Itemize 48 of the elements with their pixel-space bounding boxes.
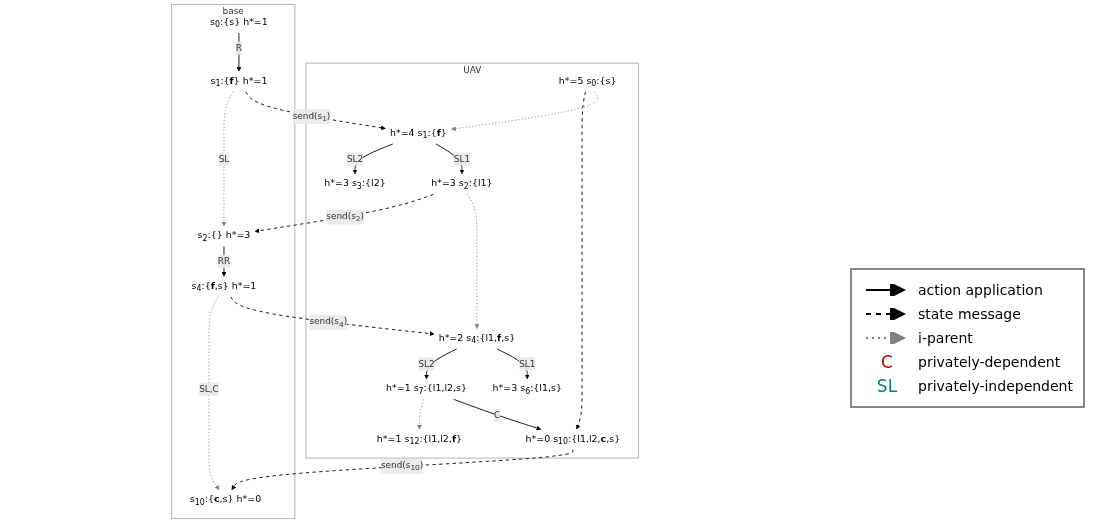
node-label: h*=0 bbox=[525, 432, 551, 444]
node-text: s$_{2}$:{} bbox=[197, 229, 223, 243]
node-text: s$_{12}$:{l1,l2,f} bbox=[404, 432, 463, 446]
node-label: h*=3 bbox=[225, 229, 251, 241]
node-text: s$_{1}$:{f} bbox=[210, 74, 240, 88]
legend-label: privately-independent bbox=[918, 378, 1073, 394]
node-text: s$_{2}$:{l1} bbox=[458, 177, 493, 191]
node-label: h*=1 bbox=[386, 382, 411, 394]
node-label: h*=0 bbox=[236, 493, 262, 505]
node-text: s$_{6}$:{l1,s} bbox=[520, 382, 562, 396]
node-label: h*=3 bbox=[492, 382, 518, 394]
edge-label: R bbox=[235, 42, 243, 54]
edge-label: SL bbox=[218, 153, 230, 164]
edge-label: SL2 bbox=[346, 153, 364, 164]
node-text: s$_{4}$:{l1,f,s} bbox=[466, 331, 516, 345]
node-label: h*=1 bbox=[376, 432, 402, 444]
node-text: s$_{0}$:{s} bbox=[586, 74, 617, 88]
edge-label: C bbox=[494, 409, 501, 421]
node-label: h*=2 bbox=[438, 331, 464, 344]
legend-label: state message bbox=[918, 306, 1021, 322]
node-text: s$_{3}$:{l2} bbox=[351, 177, 386, 191]
node-label: h*=1 bbox=[243, 16, 268, 28]
edge-label: SL1 bbox=[453, 153, 471, 164]
edge-label: send(s$_{10}$) bbox=[380, 459, 424, 473]
node-label: h*=3 bbox=[324, 177, 349, 189]
legend-label: i-parent bbox=[918, 330, 973, 346]
node-text: s$_{0}$:{s} bbox=[210, 16, 241, 30]
node-text: s$_{1}$:{f} bbox=[417, 126, 447, 140]
legend-label: action application bbox=[918, 282, 1043, 298]
legend-label: privately-dependent bbox=[918, 354, 1061, 370]
node-text: s$_{7}$:{l1,l2,s} bbox=[413, 382, 468, 396]
edge-label: send(s$_{2}$) bbox=[326, 210, 365, 224]
edge-label: send(s$_{4}$) bbox=[309, 315, 348, 329]
node-text: s$_{10}$:{c,s} bbox=[189, 493, 234, 507]
node-text: s$_{10}$:{l1,l2,c,s} bbox=[553, 432, 621, 446]
node-label: h*=5 bbox=[558, 74, 584, 86]
edge-label: SL1 bbox=[519, 358, 536, 370]
node-label: h*=1 bbox=[242, 74, 268, 86]
edge-label: SL2 bbox=[418, 358, 435, 370]
edge-label: RR bbox=[217, 255, 231, 267]
edge-label: send(s$_{1}$) bbox=[292, 110, 331, 123]
node-label: h*=4 bbox=[389, 126, 415, 139]
legend-symbol: C bbox=[880, 352, 894, 372]
node-label: h*=1 bbox=[231, 279, 257, 291]
node-label: h*=3 bbox=[431, 177, 456, 189]
node-text: s$_{4}$:{f,s} bbox=[191, 279, 229, 293]
legend-symbol: SL bbox=[875, 376, 899, 396]
edge-label: SL,C bbox=[199, 383, 219, 395]
